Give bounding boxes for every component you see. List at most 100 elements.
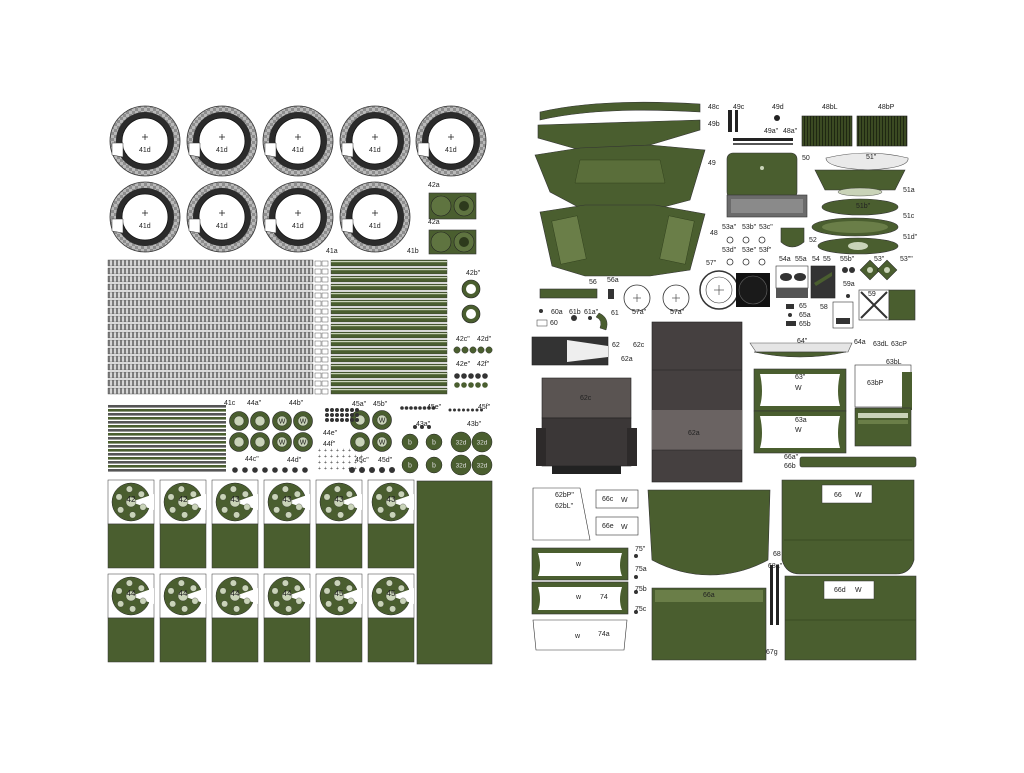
thin-strip xyxy=(108,405,226,408)
part-label: 63a xyxy=(795,417,807,424)
svg-text:+: + xyxy=(348,454,351,460)
part-label: 51c xyxy=(903,213,915,220)
part-label: 42e" xyxy=(456,361,471,368)
part-53-details xyxy=(726,236,766,266)
hub-panel: 45 xyxy=(367,573,415,663)
green-strip xyxy=(330,379,448,387)
part-label: 75a xyxy=(635,566,647,573)
part-label: 66 xyxy=(834,492,842,499)
part-label: 57" xyxy=(706,260,717,267)
part-label: 42a xyxy=(428,219,440,226)
tread-strip xyxy=(107,259,314,267)
part-62c-box xyxy=(541,417,632,467)
part-label: 45a" xyxy=(352,401,367,408)
tread-strip xyxy=(107,267,314,275)
part-label: 44b" xyxy=(289,400,304,407)
svg-text:+: + xyxy=(336,454,339,460)
tread-strip xyxy=(107,347,314,355)
part-48c xyxy=(539,101,701,121)
part-label: 63" xyxy=(795,374,806,381)
tread-strip xyxy=(107,339,314,347)
green-strip xyxy=(330,371,448,379)
part-label: W xyxy=(855,587,862,594)
tire-41d: 41d xyxy=(415,105,487,177)
tire-41d: 41d xyxy=(262,105,334,177)
hub-panel: 44 xyxy=(159,573,207,663)
part-49a xyxy=(733,138,793,141)
part-label: 66a" xyxy=(784,454,799,461)
tire-41d: 41d xyxy=(186,105,258,177)
part-label: 41b xyxy=(407,248,419,255)
part-label: 49a" xyxy=(764,128,779,135)
part-label: 65 xyxy=(799,303,807,310)
part-74a xyxy=(532,619,628,651)
part-label: 63bP xyxy=(867,380,884,387)
part-66 xyxy=(781,479,915,575)
part-49d xyxy=(774,115,780,121)
hub-panel: 42 xyxy=(107,479,155,569)
part-label: 32d xyxy=(477,440,488,447)
part-62c-left xyxy=(541,377,632,419)
part-label: 53"" xyxy=(900,256,913,263)
part-label: 53d" xyxy=(722,247,737,254)
part-label: 50 xyxy=(802,155,810,162)
part-label: b xyxy=(432,440,436,447)
tire-41d: 41d xyxy=(262,181,334,253)
part-label: 44c" xyxy=(245,456,259,463)
thin-strip xyxy=(108,421,226,424)
part-60 xyxy=(536,319,548,327)
svg-text:+: + xyxy=(318,460,321,466)
part-label: 54 xyxy=(812,256,820,263)
part-label: 75" xyxy=(635,546,646,553)
svg-text:+: + xyxy=(324,454,327,460)
part-label: 75c xyxy=(635,606,647,613)
tread-strip xyxy=(107,291,314,299)
part-42c-42f-discs xyxy=(453,346,493,388)
part-label: 49 xyxy=(708,160,716,167)
green-strip xyxy=(330,355,448,363)
part-label: 58 xyxy=(820,304,828,311)
part-56 xyxy=(539,288,598,299)
part-label: 55b" xyxy=(840,256,855,263)
part-label: 42f" xyxy=(477,361,490,368)
part-label: b xyxy=(432,463,436,470)
part-label: 55a xyxy=(795,256,807,263)
part-label: 53a" xyxy=(722,224,737,231)
part-label: 53" xyxy=(874,256,885,263)
part-label: 45 xyxy=(335,589,344,598)
svg-text:+: + xyxy=(336,466,339,472)
part-label: W xyxy=(279,440,286,447)
thin-strip xyxy=(108,441,226,444)
part-label: 41d xyxy=(369,147,381,154)
thin-strip xyxy=(108,425,226,428)
svg-text:+: + xyxy=(324,448,327,454)
part-label: 54a xyxy=(779,256,791,263)
svg-text:+: + xyxy=(348,460,351,466)
tread-strip xyxy=(107,307,314,315)
green-strip xyxy=(330,323,448,331)
thin-strip xyxy=(108,429,226,432)
part-label: 66b xyxy=(784,463,796,470)
svg-text:+: + xyxy=(342,466,345,472)
part-label: 41d xyxy=(139,223,151,230)
part-label: 56a xyxy=(607,277,619,284)
part-label: 44f" xyxy=(323,441,336,448)
part-64 xyxy=(749,342,853,353)
part-58 xyxy=(832,301,854,329)
part-48bL xyxy=(801,115,853,147)
part-41c-strips xyxy=(108,405,226,472)
green-strip xyxy=(330,339,448,347)
thin-strip xyxy=(108,465,226,468)
green-strip xyxy=(330,347,448,355)
part-label: 49c xyxy=(733,104,745,111)
part-label: 49b xyxy=(708,121,720,128)
part-65 xyxy=(786,304,794,309)
part-label: 44 xyxy=(231,589,240,598)
hub-panel: 43 xyxy=(367,479,415,569)
svg-text:+: + xyxy=(330,466,333,472)
part-label: W xyxy=(621,497,628,504)
part-62a xyxy=(651,321,743,483)
part-label: 59a xyxy=(843,281,855,288)
green-strip xyxy=(330,275,448,283)
